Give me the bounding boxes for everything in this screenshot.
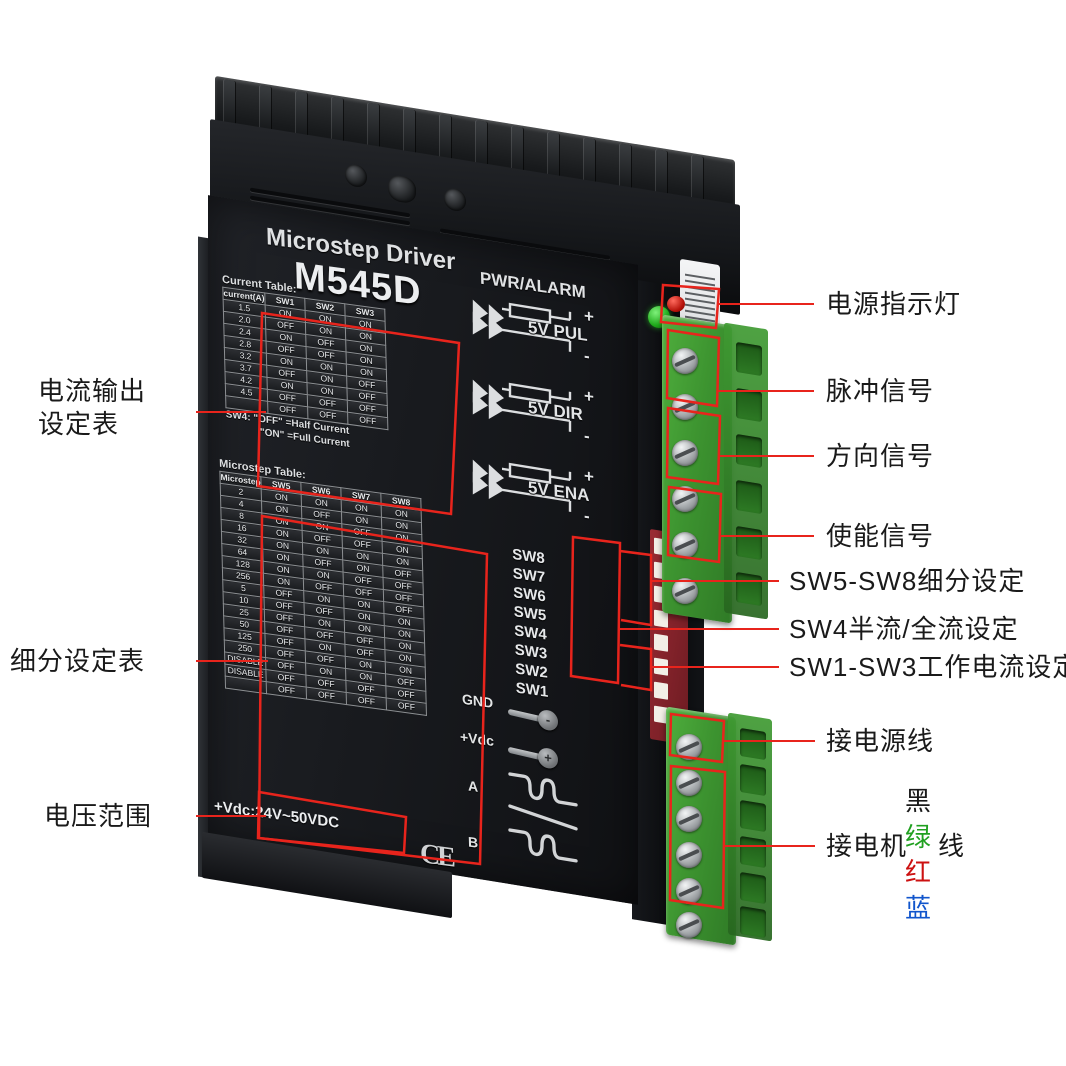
terminal-screw-b-minus[interactable] [676,912,702,938]
annotation-current-output-table-line2: 设定表 [38,408,120,439]
annotation-sw1-sw3: SW1-SW3工作电流设定 [789,652,1066,682]
terminal-screw-ena-minus[interactable] [672,578,698,604]
leader-enable [720,535,814,537]
motor-wire-blue: 蓝 [905,892,933,923]
annotation-microstep-table: 细分设定表 [10,646,146,676]
leader-sw5-sw8 [651,580,779,582]
leader-voltage-range [196,815,266,817]
opto-symbol-ena [466,449,596,531]
annotation-sw5-sw8: SW5-SW8细分设定 [789,566,1026,596]
annotation-sw4: SW4半流/全流设定 [789,614,1019,644]
coil-a-symbol-2 [508,800,578,836]
leader-sw1-sw3 [651,666,779,668]
terminal-screw-b-plus[interactable] [676,878,702,904]
coil-b-symbol [508,824,578,863]
leader-power-led [718,303,814,305]
annotation-voltage-range: 电压范围 [44,801,153,831]
annotation-power-wire: 接电源线 [826,726,935,756]
leader-sw4 [620,628,779,630]
terminal-screw-dir-plus[interactable] [672,440,698,466]
coil-a-symbol [508,768,578,807]
terminal-screw-a-plus[interactable] [676,806,702,832]
opto-symbol-pul [466,289,596,371]
silkscreen-layer: Microstep Driver M545D PWR/ALARM Current… [208,195,638,905]
motor-wire-green: 绿 [905,821,933,852]
leader-pulse [718,390,814,392]
annotation-motor-wire: 接电机 [826,831,908,861]
terminal-screw-a-minus[interactable] [676,842,702,868]
opto-symbol-dir [466,369,596,451]
leader-microstep-table [196,660,268,662]
microstep-driver-device: Microstep Driver M545D PWR/ALARM Current… [180,75,772,946]
annotation-current-output-table: 电流输出 设定表 [38,375,146,440]
annotation-pulse-signal: 脉冲信号 [826,376,935,406]
terminal-screw-pul-plus[interactable] [672,348,698,374]
annotation-current-output-table-line1: 电流输出 [38,376,147,406]
motor-wire-suffix: 线 [938,831,966,861]
annotation-enable-signal: 使能信号 [826,521,935,551]
terminal-screw-ena-plus[interactable] [672,532,698,558]
alarm-led-red [667,296,685,312]
motor-wire-black: 黑 [905,786,933,816]
leader-direction [718,455,814,457]
leader-power-wire [723,740,815,742]
annotation-direction-signal: 方向信号 [826,441,935,471]
motor-wire-red: 红 [905,857,933,887]
leader-motor-wire [723,845,815,847]
annotation-power-indicator-led: 电源指示灯 [826,289,962,319]
motor-wire-color-stack: 黑 绿 红 蓝 [905,785,1035,923]
leader-current-table [196,411,266,413]
terminal-screw-vdc[interactable] [676,770,702,796]
